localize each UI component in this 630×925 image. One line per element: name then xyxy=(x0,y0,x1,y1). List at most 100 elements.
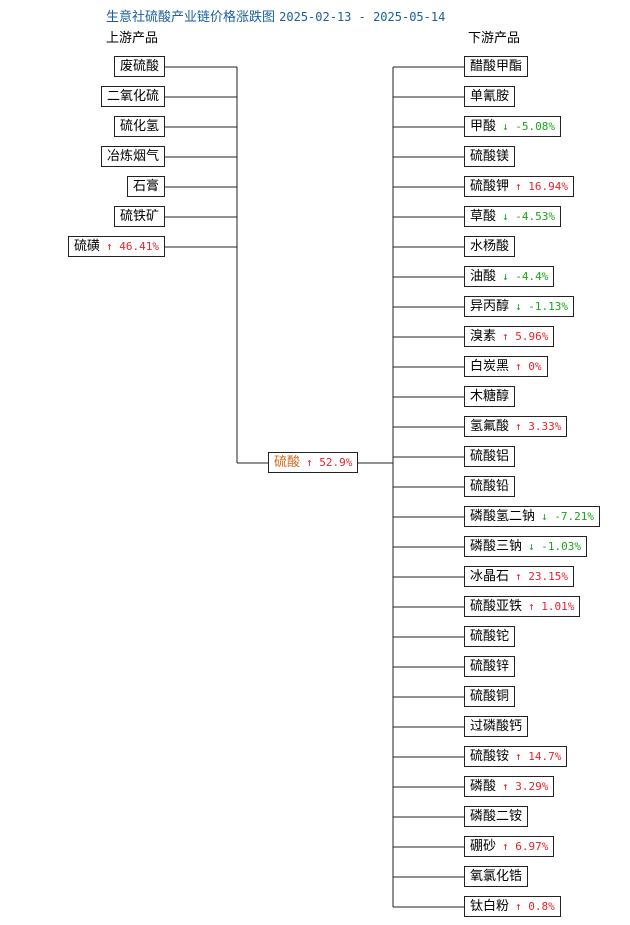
arrow-down-icon: ↓ xyxy=(515,300,529,313)
node-label: 水杨酸 xyxy=(470,239,510,254)
price-change-value: 52.9% xyxy=(319,456,353,469)
downstream-node[interactable]: 硫酸钾 ↑ 16.94% xyxy=(464,176,575,197)
price-change: ↑ 6.97% xyxy=(502,840,548,853)
downstream-node[interactable]: 硫酸锌 xyxy=(464,656,516,677)
price-change-value: 3.29% xyxy=(515,780,549,793)
price-change: ↓ -7.21% xyxy=(541,510,594,523)
arrow-down-icon: ↓ xyxy=(528,540,542,553)
price-change: ↑ 46.41% xyxy=(106,240,159,253)
node-label: 氧氯化锆 xyxy=(470,869,523,884)
upstream-node[interactable]: 硫磺↑ 46.41% xyxy=(68,236,166,257)
price-change-value: -4.4% xyxy=(515,270,549,283)
downstream-node[interactable]: 油酸 ↓ -4.4% xyxy=(464,266,555,287)
downstream-node[interactable]: 磷酸三钠↓ -1.03% xyxy=(464,536,588,557)
downstream-node[interactable]: 硫酸铜 xyxy=(464,686,516,707)
node-label: 硫酸钾 xyxy=(470,179,510,194)
downstream-node[interactable]: 溴素↑ 5.96% xyxy=(464,326,555,347)
title-text: 生意社硫酸产业链价格涨跌图 xyxy=(106,10,276,25)
node-label: 硫化氢 xyxy=(120,119,160,134)
price-change-value: 23.15% xyxy=(528,570,569,583)
node-label: 钛白粉 xyxy=(470,899,510,914)
price-change: ↑ 1.01% xyxy=(528,600,574,613)
price-change: ↓ -4.53% xyxy=(502,210,555,223)
arrow-up-icon: ↑ xyxy=(515,900,529,913)
upstream-node[interactable]: 废硫酸 xyxy=(114,56,166,77)
node-label: 异丙醇 xyxy=(470,299,510,314)
arrow-up-icon: ↑ xyxy=(502,780,516,793)
arrow-up-icon: ↑ xyxy=(502,840,516,853)
node-label: 冶炼烟气 xyxy=(107,149,160,164)
downstream-node[interactable]: 单氰胺 xyxy=(464,86,516,107)
arrow-down-icon: ↓ xyxy=(502,120,516,133)
node-label: 单氰胺 xyxy=(470,89,510,104)
upstream-node[interactable]: 冶炼烟气 xyxy=(101,146,166,167)
node-label: 硫酸 xyxy=(274,455,301,470)
downstream-node[interactable]: 硫酸铵↑ 14.7% xyxy=(464,746,568,767)
node-label: 磷酸二铵 xyxy=(470,809,523,824)
downstream-node[interactable]: 硫酸铝 xyxy=(464,446,516,467)
node-label: 废硫酸 xyxy=(120,59,160,74)
price-change-value: 3.33% xyxy=(528,420,562,433)
node-label: 硫酸亚铁 xyxy=(470,599,523,614)
upstream-node[interactable]: 二氧化硫 xyxy=(101,86,166,107)
downstream-node[interactable]: 硫酸铊 xyxy=(464,626,516,647)
chart-title: 生意社硫酸产业链价格涨跌图 2025-02-13 - 2025-05-14 xyxy=(106,6,445,25)
downstream-node[interactable]: 硫酸亚铁 ↑ 1.01% xyxy=(464,596,581,617)
downstream-node[interactable]: 过磷酸钙 xyxy=(464,716,529,737)
upstream-node[interactable]: 石膏 xyxy=(127,176,166,197)
downstream-node[interactable]: 氧氯化锆 xyxy=(464,866,529,887)
upstream-header: 上游产品 xyxy=(106,31,159,46)
node-label: 木糖醇 xyxy=(470,389,510,404)
price-change-value: 16.94% xyxy=(528,180,569,193)
downstream-node[interactable]: 钛白粉 ↑ 0.8% xyxy=(464,896,561,917)
node-label: 硫酸锌 xyxy=(470,659,510,674)
arrow-up-icon: ↑ xyxy=(515,360,529,373)
node-label: 醋酸甲酯 xyxy=(470,59,523,74)
node-label: 石膏 xyxy=(133,179,160,194)
arrow-up-icon: ↑ xyxy=(502,330,516,343)
price-change: ↑ 14.7% xyxy=(515,750,561,763)
downstream-node[interactable]: 磷酸二铵 xyxy=(464,806,529,827)
price-change: ↓ -1.13% xyxy=(515,300,568,313)
price-change: ↑ 3.33% xyxy=(515,420,561,433)
price-change: ↓ -5.08% xyxy=(502,120,555,133)
node-label: 硫酸铝 xyxy=(470,449,510,464)
upstream-node[interactable]: 硫铁矿 xyxy=(114,206,166,227)
downstream-node[interactable]: 磷酸 ↑ 3.29% xyxy=(464,776,555,797)
node-label: 磷酸 xyxy=(470,779,497,794)
downstream-node[interactable]: 醋酸甲酯 xyxy=(464,56,529,77)
node-label: 磷酸氢二钠 xyxy=(470,509,536,524)
price-change: ↑ 23.15% xyxy=(515,570,568,583)
price-change: ↑ 0% xyxy=(515,360,542,373)
node-label: 油酸 xyxy=(470,269,497,284)
downstream-node[interactable]: 硫酸镁 xyxy=(464,146,516,167)
node-label: 硫酸铅 xyxy=(470,479,510,494)
center-node[interactable]: 硫酸 ↑ 52.9% xyxy=(268,452,359,473)
node-label: 氢氟酸 xyxy=(470,419,510,434)
price-change: ↑ 16.94% xyxy=(515,180,568,193)
price-change: ↑ 52.9% xyxy=(306,456,352,469)
price-change-value: -4.53% xyxy=(515,210,556,223)
arrow-up-icon: ↑ xyxy=(515,420,529,433)
downstream-node[interactable]: 氢氟酸 ↑ 3.33% xyxy=(464,416,568,437)
downstream-node[interactable]: 冰晶石↑ 23.15% xyxy=(464,566,575,587)
downstream-node[interactable]: 异丙醇 ↓ -1.13% xyxy=(464,296,575,317)
downstream-node[interactable]: 白炭黑↑ 0% xyxy=(464,356,548,377)
downstream-header: 下游产品 xyxy=(468,31,521,46)
downstream-node[interactable]: 水杨酸 xyxy=(464,236,516,257)
price-change-value: 6.97% xyxy=(515,840,549,853)
arrow-down-icon: ↓ xyxy=(502,210,516,223)
title-date-range: 2025-02-13 - 2025-05-14 xyxy=(279,10,446,24)
downstream-node[interactable]: 木糖醇 xyxy=(464,386,516,407)
downstream-node[interactable]: 硼砂↑ 6.97% xyxy=(464,836,555,857)
node-label: 硫酸铊 xyxy=(470,629,510,644)
arrow-down-icon: ↓ xyxy=(502,270,516,283)
node-label: 甲酸 xyxy=(470,119,497,134)
price-change-value: 5.96% xyxy=(515,330,549,343)
price-change: ↑ 0.8% xyxy=(515,900,555,913)
downstream-node[interactable]: 甲酸 ↓ -5.08% xyxy=(464,116,562,137)
downstream-node[interactable]: 草酸↓ -4.53% xyxy=(464,206,562,227)
upstream-node[interactable]: 硫化氢 xyxy=(114,116,166,137)
downstream-node[interactable]: 磷酸氢二钠 ↓ -7.21% xyxy=(464,506,601,527)
downstream-node[interactable]: 硫酸铅 xyxy=(464,476,516,497)
